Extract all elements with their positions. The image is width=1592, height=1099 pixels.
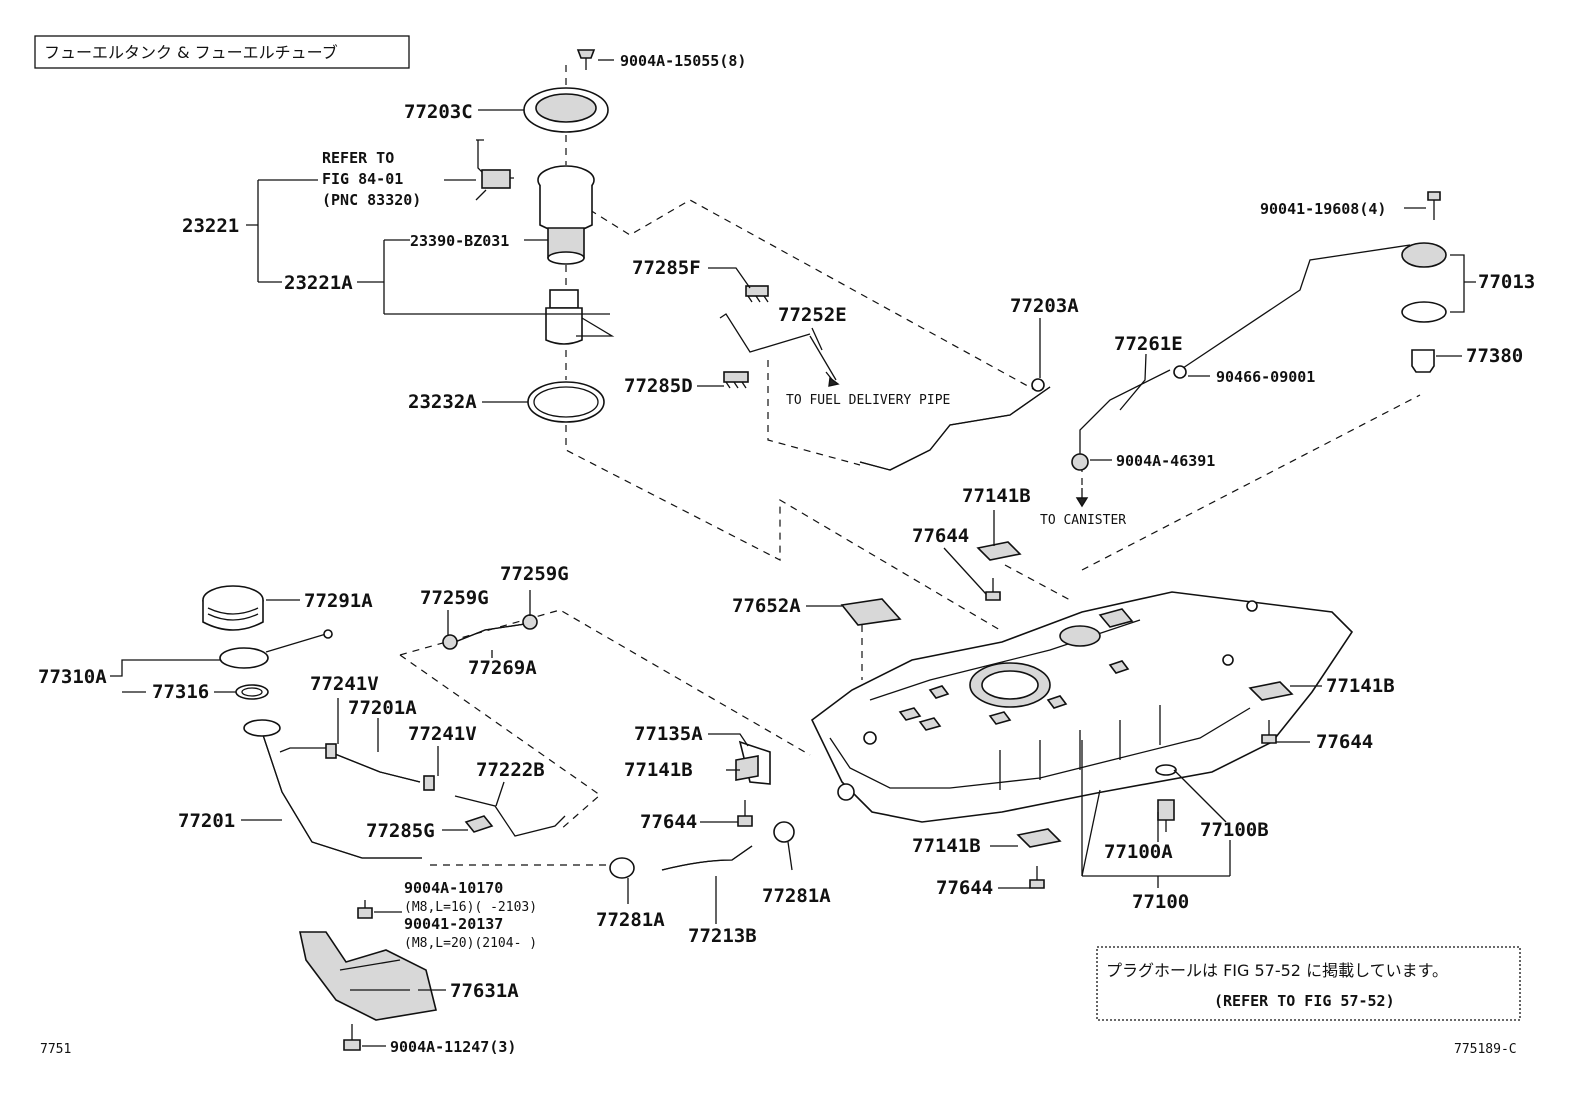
bolt-9004A-11247-icon — [343, 1024, 361, 1051]
label-77141B-lower: 77141B — [912, 835, 981, 857]
label-77013: 77013 — [1478, 271, 1535, 293]
label-77252E: 77252E — [778, 304, 847, 326]
fuel-pump-module-icon — [537, 165, 595, 265]
label-77261E: 77261E — [1114, 333, 1183, 355]
label-77135A: 77135A — [634, 723, 703, 745]
clip-77285G-icon — [464, 815, 494, 833]
note-en: (REFER TO FIG 57-52) — [1214, 992, 1395, 1010]
fuel-tank-77100-icon — [810, 591, 1354, 823]
title-box: フューエルタンク & フューエルチューブ — [34, 35, 410, 69]
label-77259G-right: 77259G — [500, 563, 569, 585]
plug-77100A-icon — [1157, 799, 1175, 832]
label-77644-lower: 77644 — [936, 877, 993, 899]
o-ring-23232A-icon — [527, 381, 605, 423]
refer-note-line-1: REFER TO — [322, 149, 394, 167]
label-9004A-15055: 9004A-15055(8) — [620, 52, 746, 70]
leader-lines — [110, 59, 1476, 1047]
refer-note-line-3: (PNC 83320) — [322, 191, 421, 209]
label-77380: 77380 — [1466, 345, 1523, 367]
cap-77291A-icon — [202, 585, 264, 631]
label-77203A: 77203A — [1010, 295, 1079, 317]
pump-23221A-icon — [545, 289, 615, 345]
label-77281A-left: 77281A — [596, 909, 665, 931]
label-77241V-right: 77241V — [408, 723, 477, 745]
clip-77285D-icon — [723, 371, 749, 389]
label-77141B-middle: 77141B — [624, 759, 693, 781]
label-77241V-left: 77241V — [310, 673, 379, 695]
arrow-to-canister-icon — [1075, 488, 1089, 508]
label-77259G-left: 77259G — [420, 587, 489, 609]
harness-connector-icon — [475, 139, 514, 201]
label-9004A-46391: 9004A-46391 — [1116, 452, 1215, 470]
gasket-77310A-icon — [219, 629, 333, 700]
label-9004A-10170: 9004A-10170 — [404, 879, 503, 897]
label-23221A: 23221A — [284, 272, 353, 294]
label-77652A: 77652A — [732, 595, 801, 617]
label-77285D: 77285D — [624, 375, 693, 397]
label-to-canister: TO CANISTER — [1040, 513, 1126, 528]
label-77285F: 77285F — [632, 257, 701, 279]
label-9004A-11247: 9004A-11247(3) — [390, 1038, 516, 1056]
label-77100: 77100 — [1132, 891, 1189, 913]
label-77291A: 77291A — [304, 590, 373, 612]
bolt-9004A-10170-icon — [357, 900, 373, 919]
label-77141B-right: 77141B — [1326, 675, 1395, 697]
bracket-77135A-icon — [735, 740, 771, 827]
bracket-77141B-upper-icon — [976, 541, 1022, 601]
valve-77380-icon — [1411, 349, 1435, 373]
screw-9004A-15055-icon — [576, 49, 596, 70]
bracket-77141B-lower-icon — [1016, 828, 1062, 889]
footer-right: 775189-C — [1454, 1042, 1517, 1057]
label-77644-right: 77644 — [1316, 731, 1373, 753]
label-77281A-right: 77281A — [762, 885, 831, 907]
hose-77269A-icon — [442, 614, 538, 650]
title-text: フューエルタンク & フューエルチューブ — [44, 43, 338, 62]
label-90041-19608: 90041-19608(4) — [1260, 200, 1386, 218]
label-77201A: 77201A — [348, 697, 417, 719]
gasket-plate-77203C-icon — [523, 87, 609, 133]
label-77141B-upper: 77141B — [962, 485, 1031, 507]
label-77203C: 77203C — [404, 101, 473, 123]
footer-left: 7751 — [40, 1042, 71, 1057]
label-to-fuel-delivery-pipe: TO FUEL DELIVERY PIPE — [786, 393, 950, 408]
clip-77285F-icon — [745, 285, 769, 303]
label-23221: 23221 — [182, 215, 239, 237]
label-77222B: 77222B — [476, 759, 545, 781]
note-jp: プラグホールは FIG 57-52 に掲載しています。 — [1106, 961, 1448, 980]
filler-pipe-77201-icon — [243, 719, 422, 859]
label-77100A: 77100A — [1104, 841, 1173, 863]
label-77631A: 77631A — [450, 980, 519, 1002]
note-box: プラグホールは FIG 57-52 に掲載しています。 (REFER TO FI… — [1096, 946, 1521, 1021]
hose-77213B-icon — [609, 821, 795, 879]
label-9004A-10170-spec: (M8,L=16)( -2103) — [404, 900, 537, 915]
tube-77222B-icon — [454, 795, 566, 837]
tube-77203A-icon — [859, 378, 1051, 471]
label-90041-20137: 90041-20137 — [404, 915, 503, 933]
hose-77261E-icon — [1071, 244, 1411, 471]
refer-note-line-2: FIG 84-01 — [322, 170, 403, 188]
pad-77652A-icon — [840, 598, 902, 626]
bracket-77141B-right-icon — [1248, 681, 1294, 744]
label-90041-20137-spec: (M8,L=20)(2104- ) — [404, 936, 537, 951]
label-77201: 77201 — [178, 810, 235, 832]
label-77269A: 77269A — [468, 657, 537, 679]
label-77100B: 77100B — [1200, 819, 1269, 841]
label-77310A: 77310A — [38, 666, 107, 688]
arrow-to-fuel-delivery-icon — [828, 376, 840, 387]
label-77213B: 77213B — [688, 925, 757, 947]
label-23390-BZ031: 23390-BZ031 — [410, 232, 509, 250]
part-labels: 9004A-15055(8) 77203C REFER TO FIG 84-01… — [38, 52, 1535, 1056]
cap-77013-icon — [1401, 191, 1447, 323]
label-77316: 77316 — [152, 681, 209, 703]
label-77644-upper: 77644 — [912, 525, 969, 547]
label-90466-09001: 90466-09001 — [1216, 368, 1315, 386]
label-77285G: 77285G — [366, 820, 435, 842]
washer-77100B-icon — [1155, 764, 1177, 776]
hose-77201A-icon — [325, 743, 435, 791]
label-77644-middle: 77644 — [640, 811, 697, 833]
label-23232A: 23232A — [408, 391, 477, 413]
